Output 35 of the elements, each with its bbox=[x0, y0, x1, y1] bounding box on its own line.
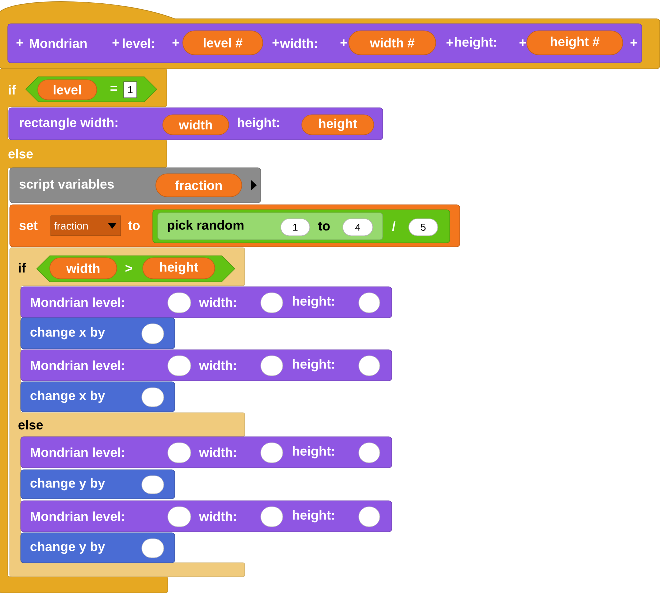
custom-block: Mondrian level: width: height: bbox=[20, 350, 392, 382]
custom-block: Mondrian level: width: height: bbox=[20, 286, 392, 318]
variable-reporter: level # bbox=[182, 30, 264, 56]
empty-input-slot bbox=[168, 356, 192, 376]
custom-block: Mondrian level: width: height: bbox=[20, 500, 392, 532]
empty-input-slot bbox=[260, 356, 284, 376]
empty-input-slot bbox=[168, 506, 192, 528]
empty-input-slot bbox=[260, 506, 284, 528]
empty-input-slot bbox=[168, 442, 192, 464]
dropdown-menu: fraction bbox=[50, 216, 122, 236]
empty-input-slot bbox=[168, 292, 192, 314]
motion-block: change y by bbox=[20, 532, 176, 564]
empty-input-slot bbox=[260, 292, 284, 314]
empty-input-slot bbox=[142, 388, 164, 408]
variable-reporter: height bbox=[142, 258, 216, 280]
variable-reporter: level bbox=[38, 80, 98, 100]
variable-reporter: height bbox=[302, 114, 374, 136]
variable-reporter: width bbox=[162, 114, 230, 136]
empty-input-slot bbox=[358, 442, 380, 464]
motion-block: change y by bbox=[20, 470, 176, 500]
empty-input-slot bbox=[358, 506, 380, 528]
empty-input-slot bbox=[142, 476, 164, 494]
variable-reporter: width bbox=[50, 258, 118, 280]
empty-input-slot bbox=[260, 442, 284, 464]
variable-reporter: width # bbox=[348, 30, 436, 56]
variable-reporter: height # bbox=[526, 30, 624, 56]
empty-input-slot bbox=[358, 292, 380, 314]
motion-block: change x by bbox=[20, 318, 176, 350]
custom-block: Mondrian level: width: height: bbox=[20, 436, 392, 468]
empty-input-slot bbox=[358, 356, 380, 376]
number-input: 1 bbox=[124, 82, 138, 98]
empty-input-slot bbox=[142, 538, 164, 558]
variable-reporter: fraction bbox=[156, 174, 242, 198]
motion-block: change x by bbox=[20, 382, 176, 412]
empty-input-slot bbox=[142, 324, 164, 344]
